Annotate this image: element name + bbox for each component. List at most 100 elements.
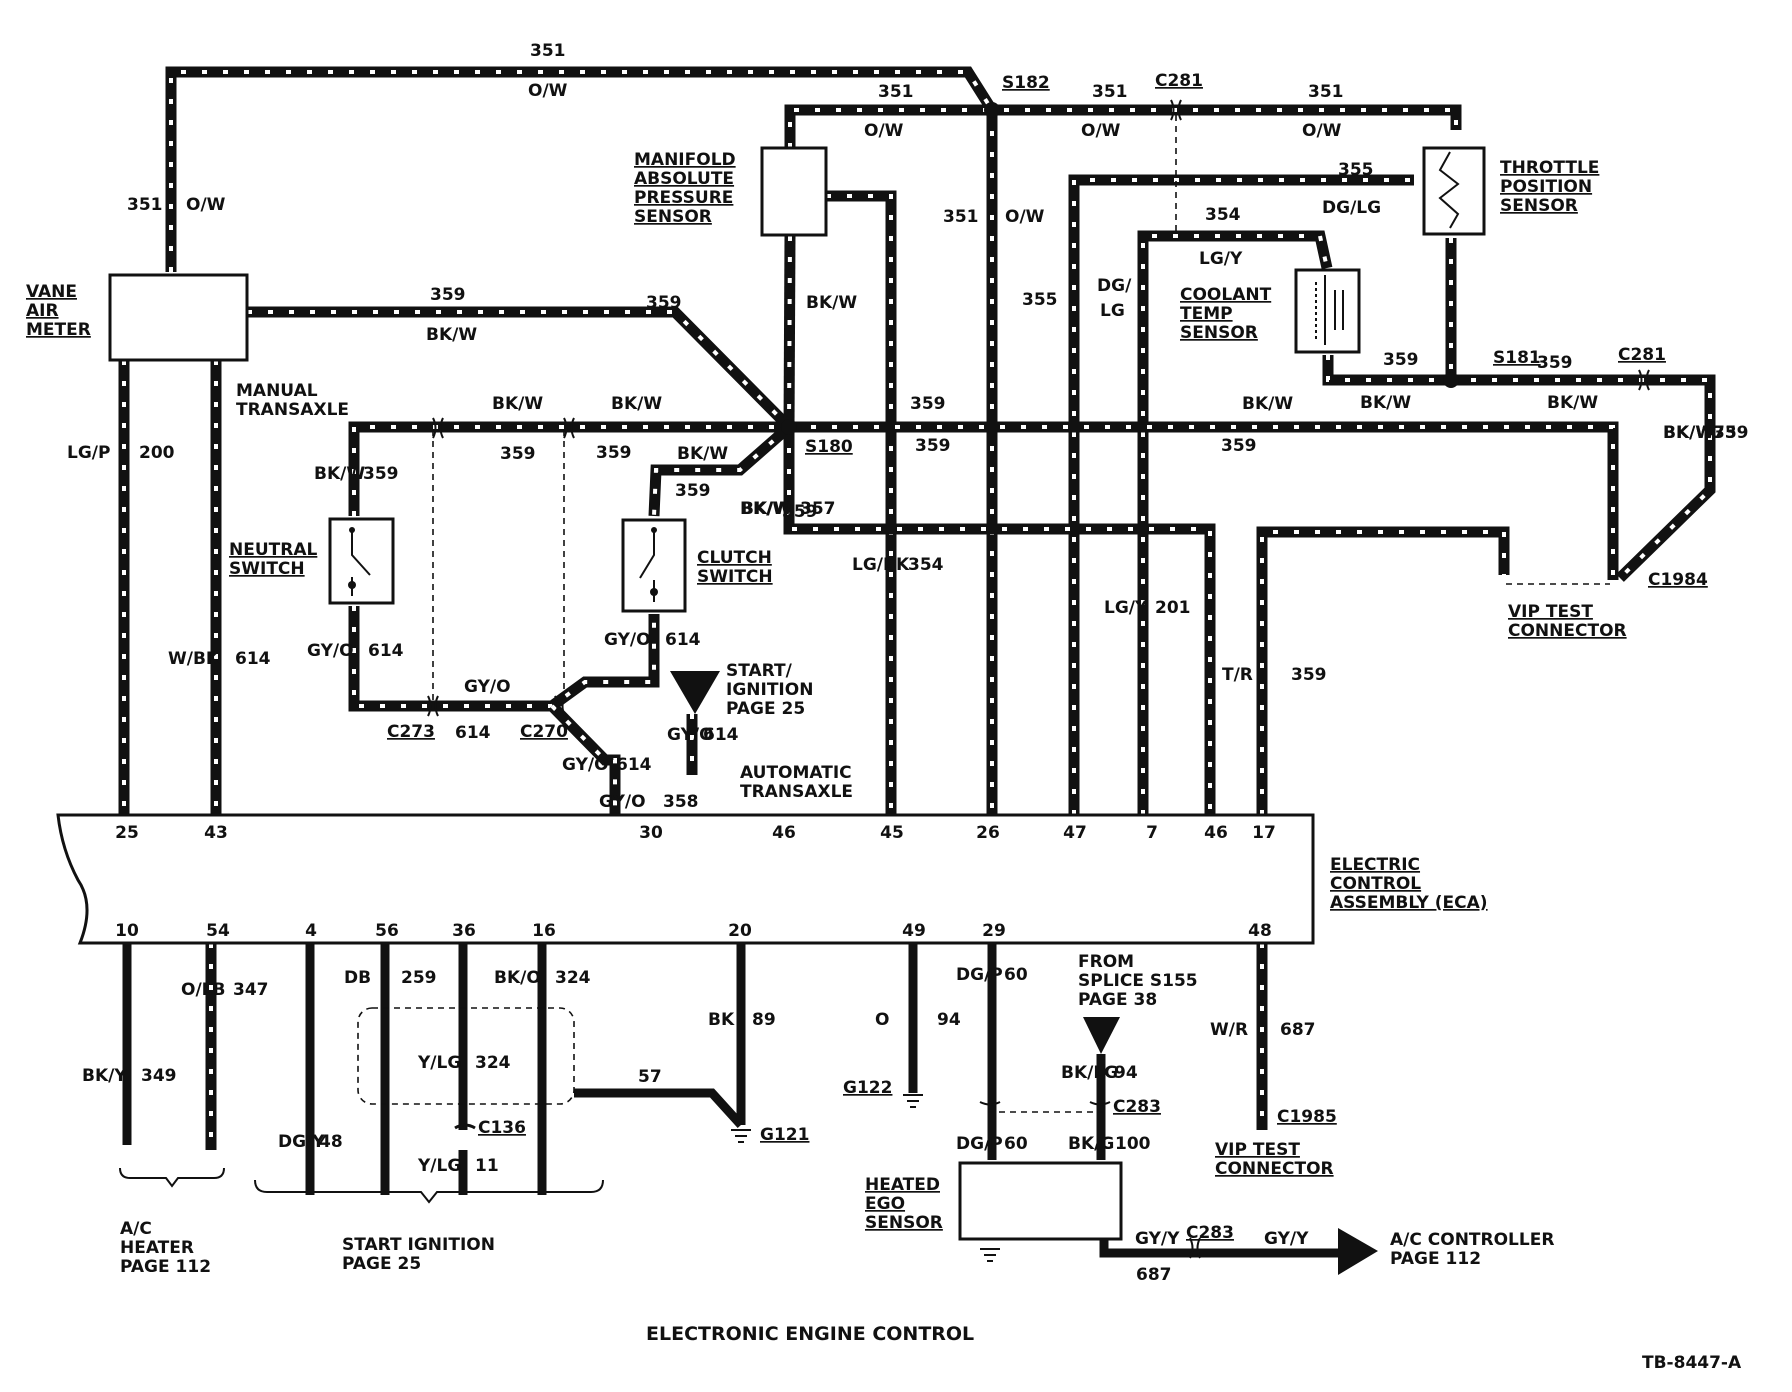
eca-box (56, 813, 1315, 945)
circuit-label: 359 (910, 394, 946, 414)
circuit-label: BK/W (740, 499, 791, 519)
neutral-switch-label: SWITCH (229, 559, 305, 579)
labels: VANEAIRMETERMANIFOLDABSOLUTEPRESSURESENS… (26, 41, 1749, 1373)
circuit-label: 94 (937, 1010, 961, 1030)
circuit-label: O/W (1302, 121, 1342, 141)
vane-air-meter-label: AIR (26, 301, 59, 321)
circuit-label: 687 (1136, 1265, 1172, 1285)
eca-pin-label: 20 (728, 921, 752, 941)
start-ignition-ref: START/ (726, 661, 793, 681)
from-splice-label: FROM (1078, 952, 1134, 972)
eca-pin-label: 7 (1146, 823, 1158, 843)
automatic-transaxle-label: TRANSAXLE (740, 782, 853, 802)
circuit-label: 100 (1115, 1134, 1151, 1154)
circuit-label: 351 (1092, 82, 1128, 102)
eca-pin-label: 4 (305, 921, 317, 941)
circuit-label: W/BK (168, 649, 220, 669)
figure-id: TB-8447-A (1642, 1353, 1742, 1373)
circuit-label: 355 (1338, 160, 1374, 180)
wire-355 (1068, 174, 1414, 815)
circuit-label: DG/LG (1322, 198, 1381, 218)
tps-label: POSITION (1500, 177, 1592, 197)
connector-marks (427, 99, 1650, 1259)
circuit-label: DG/P (956, 965, 1003, 985)
connector-label: C270 (520, 722, 568, 742)
circuit-label: 57 (638, 1067, 662, 1087)
coolant-sensor-label: COOLANT (1180, 285, 1272, 305)
circuit-label: LG (1100, 301, 1125, 321)
wire-358 (826, 190, 897, 815)
ground-label: G121 (760, 1125, 809, 1145)
eca-pin-label: 47 (1063, 823, 1087, 843)
eca-pin-label: 29 (982, 921, 1006, 941)
circuit-label: GY/O (667, 725, 714, 745)
circuit-label: DG/ (1097, 276, 1132, 296)
wire-351-top (784, 104, 1462, 148)
circuit-label: T/R (1222, 665, 1253, 685)
vane-air-meter-label: VANE (26, 282, 77, 302)
circuit-label: 351 (530, 41, 566, 61)
circuit-label: 324 (555, 968, 591, 988)
circuit-label: LG/BK (852, 555, 910, 575)
circuit-label: GY/O (562, 755, 609, 775)
circuit-label: 73 (1713, 423, 1737, 443)
components (56, 146, 1486, 1241)
wire-201 (1256, 526, 1510, 815)
connector-label: C281 (1618, 345, 1666, 365)
coolant-sensor-box (1294, 268, 1361, 354)
tps-label: THROTTLE (1500, 158, 1599, 178)
ac-heater-label: A/C (120, 1219, 152, 1239)
start-ignition-ref: IGNITION (726, 680, 813, 700)
circuit-label: 359 (915, 436, 951, 456)
ac-controller-label: A/C CONTROLLER (1390, 1230, 1554, 1250)
circuit-label: O/W (1005, 207, 1045, 227)
circuit-label: 351 (943, 207, 979, 227)
circuit-label: GY/O (604, 630, 651, 650)
dashed-links (357, 115, 1610, 1113)
circuit-label: 359 (675, 481, 711, 501)
circuit-label: 354 (908, 555, 944, 575)
circuit-label: BK/W (314, 464, 365, 484)
circuit-label: BK (708, 1010, 735, 1030)
circuit-label: 614 (703, 725, 739, 745)
circuit-label: 359 (1221, 436, 1257, 456)
circuit-label: 60 (1004, 965, 1028, 985)
start-ignition-bottom-label: START IGNITION (342, 1235, 495, 1255)
eca-pin-label: 45 (880, 823, 904, 843)
circuit-label: LG/Y (1104, 598, 1148, 618)
diagram-title: ELECTRONIC ENGINE CONTROL (646, 1323, 974, 1345)
from-splice-label: PAGE 38 (1078, 990, 1157, 1010)
circuit-label: 351 (1308, 82, 1344, 102)
circuit-label: Y/LG (417, 1156, 461, 1176)
circuit-label: 614 (368, 641, 404, 661)
splice-label: S180 (805, 437, 853, 457)
wire-359-map (783, 235, 796, 428)
circuit-label: 259 (401, 968, 437, 988)
circuit-label: GY/O (464, 677, 511, 697)
eca-pin-label: 10 (115, 921, 139, 941)
map-sensor-box (760, 146, 828, 237)
vane-air-meter-label: METER (26, 320, 91, 340)
start-ignition-ref: PAGE 25 (726, 699, 805, 719)
eca-pin-label: 17 (1252, 823, 1276, 843)
ground-symbols (731, 1094, 1000, 1262)
circuit-label: O/W (528, 81, 568, 101)
circuit-label: 614 (665, 630, 701, 650)
circuit-label: BK/W (492, 394, 543, 414)
circuit-label: 351 (878, 82, 914, 102)
circuit-label: O/W (864, 121, 904, 141)
circuit-label: 359 (1383, 350, 1419, 370)
circuit-label: 359 (1713, 423, 1749, 443)
neutral-switch-box (328, 517, 395, 605)
circuit-label: W/R (1210, 1020, 1248, 1040)
circuit-label: 324 (475, 1053, 511, 1073)
vip-test-connector-label: CONNECTOR (1215, 1159, 1334, 1179)
wire-359-vane (247, 306, 793, 431)
circuit-label: O/LB (181, 980, 225, 1000)
map-sensor-label: SENSOR (634, 207, 712, 227)
circuit-label: GY/O (599, 792, 646, 812)
circuit-label: 355 (1022, 290, 1058, 310)
eca-pin-label: 49 (902, 921, 926, 941)
circuit-label: LG/Y (1199, 249, 1243, 269)
